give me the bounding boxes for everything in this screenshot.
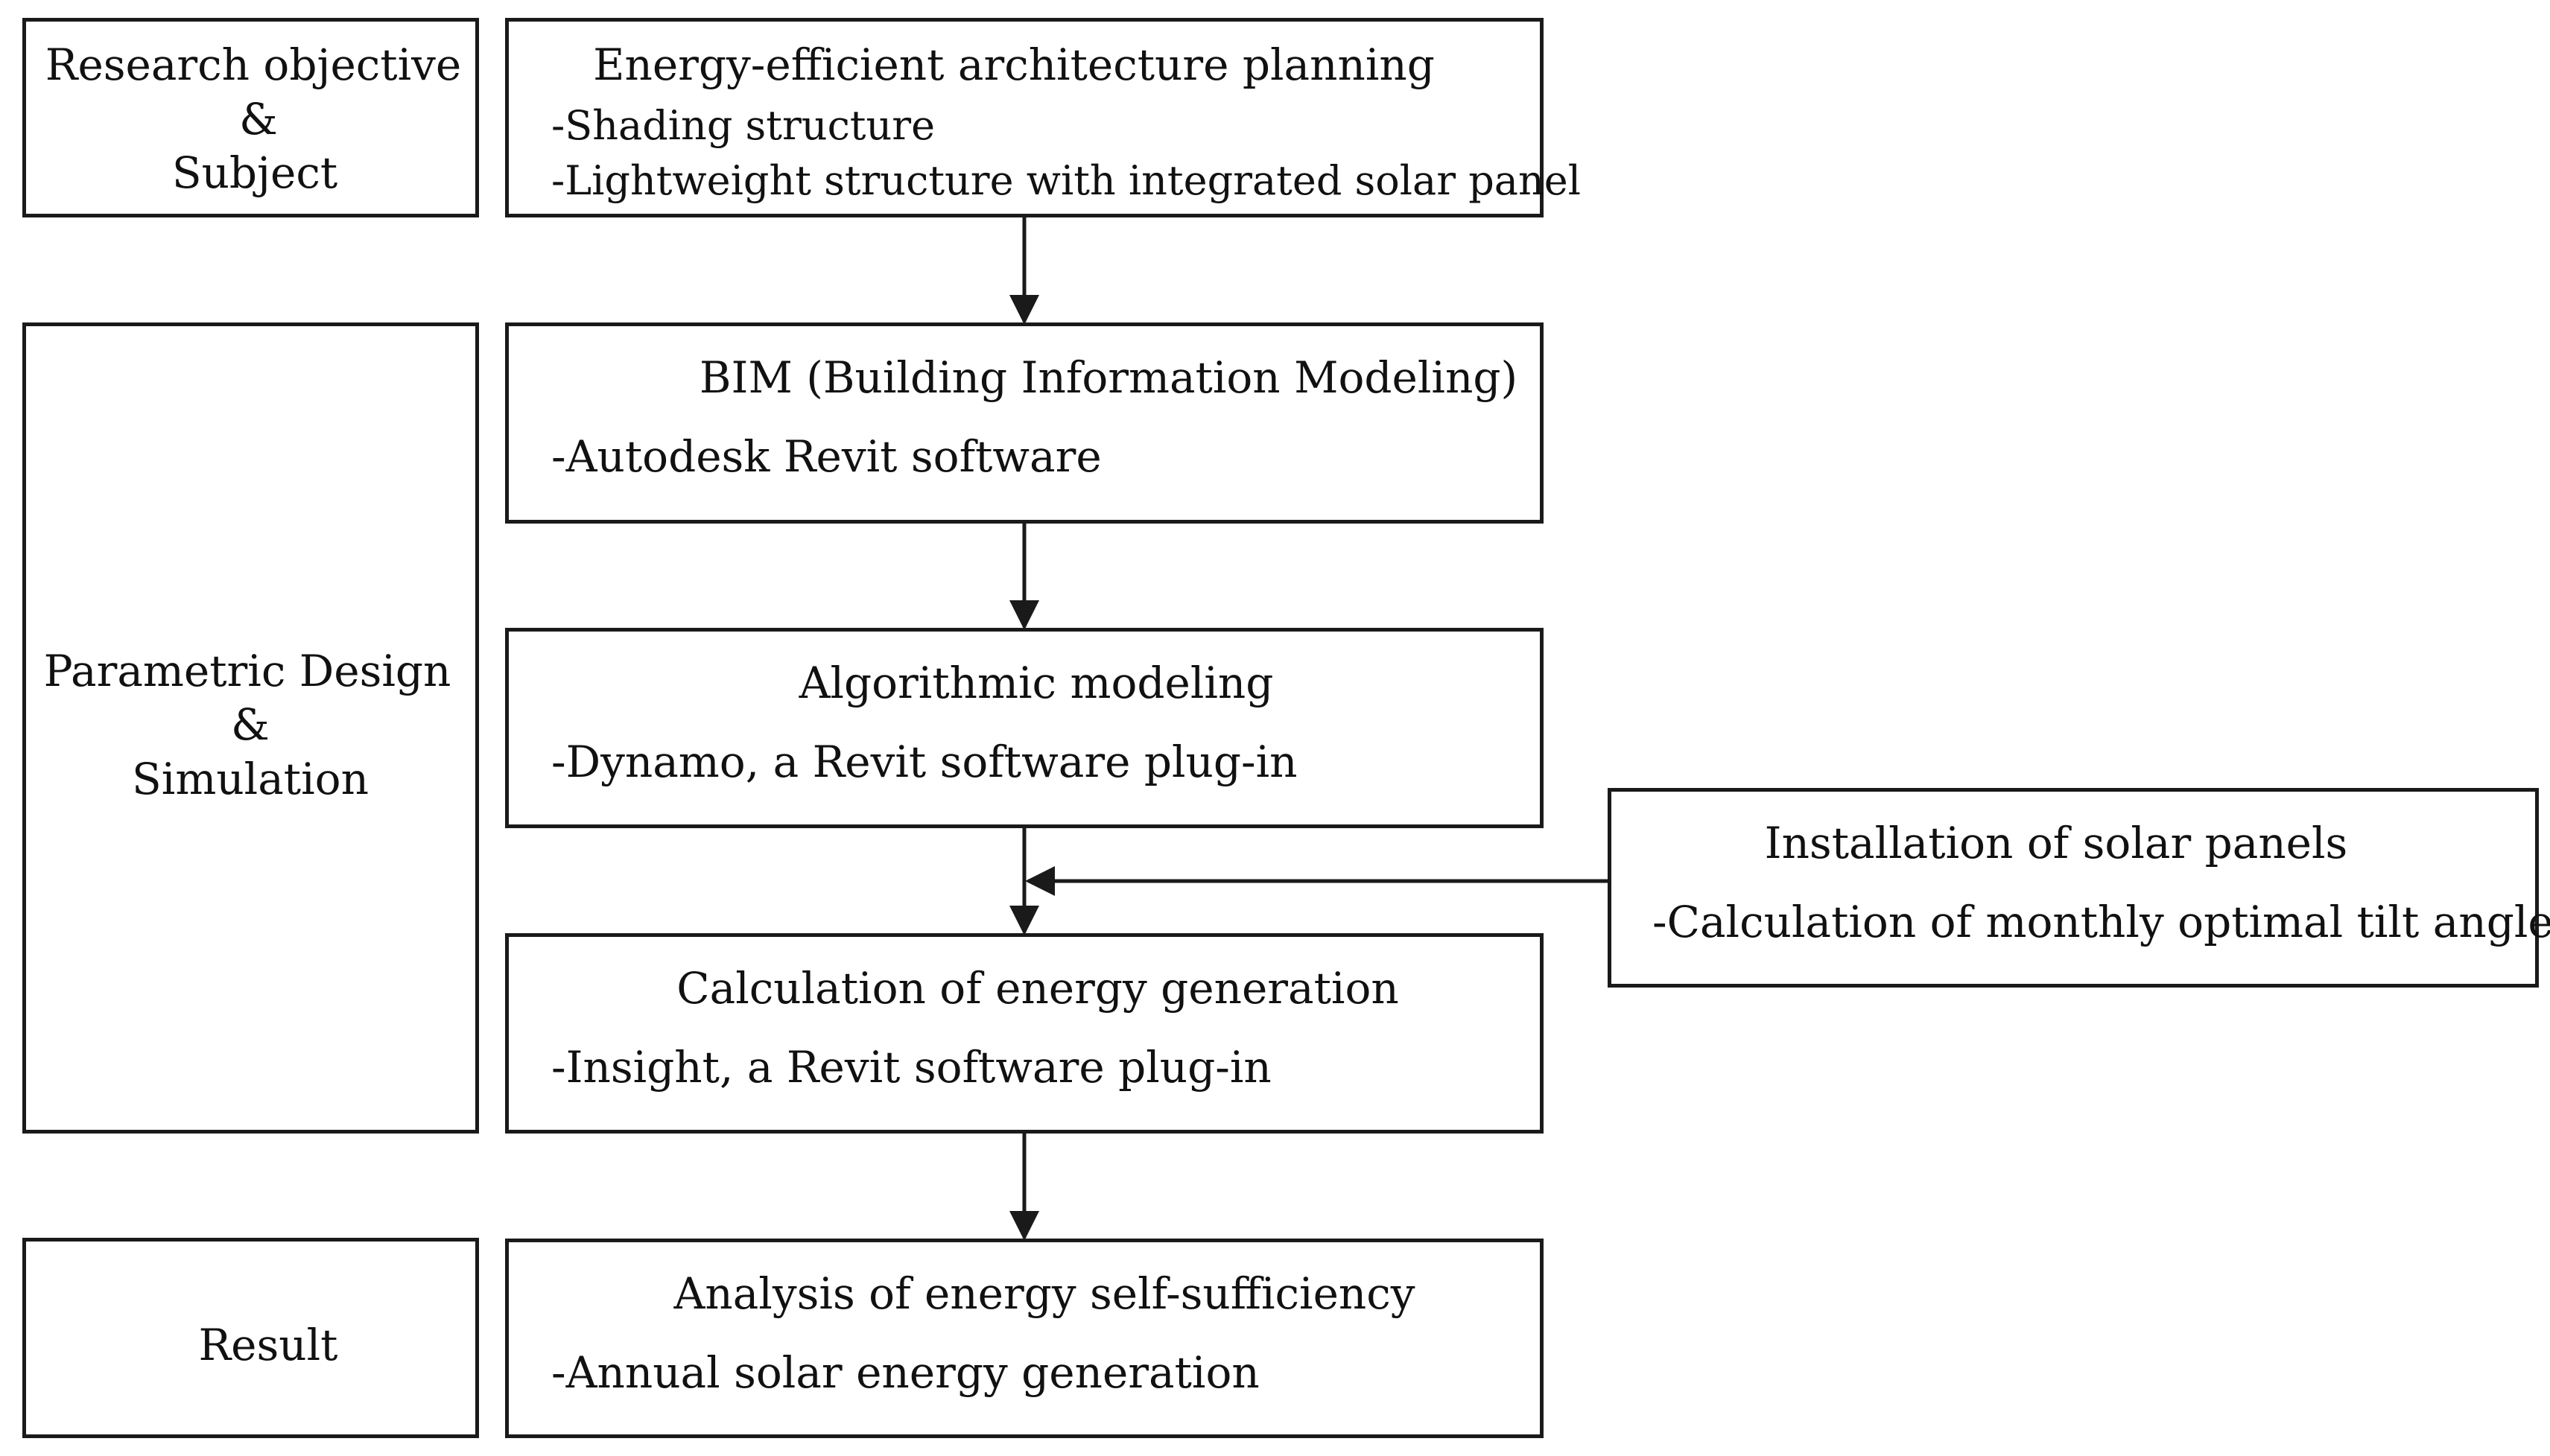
planning-title: Energy-efficient architecture planning (593, 39, 1435, 90)
algorithmic-detail: -Dynamo, a Revit software plug-in (551, 737, 1298, 787)
solar-panels-title: Installation of solar panels (1764, 818, 2348, 868)
objective-box (22, 18, 479, 217)
planning-item-shading: -Shading structure (551, 102, 936, 149)
energy-calc-box (505, 933, 1544, 1134)
bim-title: BIM (Building Information Modeling) (699, 352, 1518, 403)
solar-panels-detail: -Calculation of monthly optimal tilt ang… (1652, 897, 2550, 947)
objective-label-line1: Research objective (45, 39, 462, 90)
planning-item-lightweight: -Lightweight structure with integrated s… (551, 157, 1581, 204)
result-box (22, 1238, 479, 1438)
algorithmic-box (505, 628, 1544, 828)
algorithmic-title: Algorithmic modeling (799, 658, 1274, 708)
parametric-box (22, 322, 479, 1134)
parametric-label-line3: Simulation (132, 754, 369, 804)
energy-calc-detail: -Insight, a Revit software plug-in (551, 1042, 1272, 1093)
analysis-title: Analysis of energy self-sufficiency (673, 1268, 1415, 1319)
result-label: Result (198, 1320, 338, 1370)
analysis-detail: -Annual solar energy generation (551, 1347, 1260, 1398)
parametric-label-line2: & (231, 699, 270, 750)
energy-calc-title: Calculation of energy generation (676, 963, 1399, 1014)
parametric-label-line1: Parametric Design (43, 646, 451, 696)
bim-box (505, 322, 1544, 524)
objective-label-line3: Subject (171, 147, 338, 198)
planning-box (505, 18, 1544, 217)
bim-detail: -Autodesk Revit software (551, 431, 1102, 482)
analysis-box (505, 1239, 1544, 1438)
objective-label-line2: & (239, 94, 278, 144)
solar-panels-box (1608, 788, 2539, 988)
